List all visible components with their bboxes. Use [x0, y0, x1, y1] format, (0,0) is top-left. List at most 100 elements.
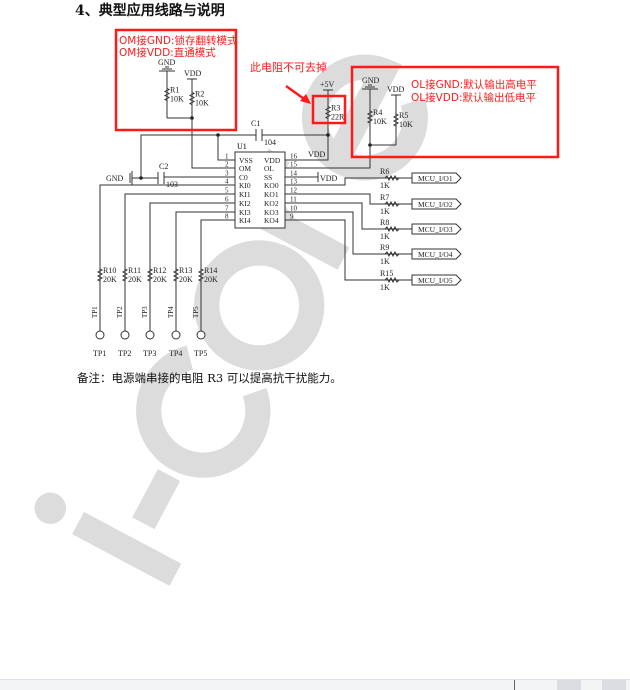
- net-label-mcu_i-o4: MCU_I/O4: [411, 248, 462, 260]
- svg-text:MCU_I/O2: MCU_I/O2: [418, 200, 453, 209]
- pin-number: 16: [290, 153, 298, 161]
- svg-text:MCU_I/O1: MCU_I/O1: [418, 174, 453, 183]
- pin-name: KI4: [239, 216, 251, 225]
- capacitor-ref: C2: [159, 162, 168, 171]
- test-point-vertical-label: TP5: [192, 306, 200, 318]
- om-gnd-note: OM接GND:锁存翻转模式: [119, 34, 238, 47]
- toolbar-button-page[interactable]: [602, 680, 626, 690]
- vdd-label: VDD: [184, 69, 202, 78]
- resistor-ref: R15: [380, 269, 393, 278]
- pin-name: C0: [239, 173, 248, 182]
- wire: [285, 211, 372, 255]
- pin-name: KO0: [264, 181, 279, 190]
- resistor-ref: R12: [153, 266, 166, 275]
- pin-name: KI0: [239, 181, 251, 190]
- wire: [285, 135, 329, 161]
- test-point-vertical-label: TP3: [141, 306, 149, 318]
- svg-text:MCU_I/O3: MCU_I/O3: [418, 225, 453, 234]
- resistor-r6: [384, 174, 400, 182]
- resistor-value: 1K: [380, 232, 390, 241]
- test-point-vertical-label: TP2: [116, 306, 124, 318]
- junction-dot: [326, 133, 330, 137]
- resistor-r10: [96, 268, 104, 282]
- resistor-ref: R11: [128, 266, 141, 275]
- resistor-value: 10K: [373, 117, 387, 126]
- pin-name: KO2: [264, 199, 279, 208]
- resistor-ref: R13: [179, 266, 192, 275]
- resistor-r15: [384, 276, 400, 284]
- resistor-value: 22R: [331, 113, 345, 122]
- viewer-toolbar: [0, 679, 630, 690]
- pin-number: 5: [225, 187, 229, 195]
- ol-annotation-box: OL接GND:默认输出高电平 OL接VDD:默认输出低电平: [350, 65, 560, 159]
- test-point-tp3: [145, 330, 155, 340]
- junction-dot: [216, 133, 220, 137]
- resistor-r4: [366, 110, 374, 124]
- svg-text:MCU_I/O5: MCU_I/O5: [418, 276, 453, 285]
- resistor-value: 10K: [195, 99, 209, 108]
- net-label-mcu_i-o2: MCU_I/O2: [411, 198, 462, 210]
- pin-name: VSS: [239, 156, 253, 165]
- junction-dot: [368, 143, 372, 147]
- resistor-value: 20K: [153, 275, 167, 284]
- pin-name: KI2: [239, 199, 251, 208]
- pin-name: SS: [264, 173, 272, 182]
- pin-number: 10: [290, 205, 298, 213]
- pin-number: 11: [290, 196, 297, 204]
- resistor-ref: R9: [380, 243, 389, 252]
- test-point-label: TP3: [143, 349, 156, 358]
- gnd-label: GND: [106, 174, 124, 183]
- om-vdd-note: OM接VDD:直通模式: [119, 46, 216, 59]
- wire: [285, 145, 371, 169]
- test-point-tp5: [196, 330, 206, 340]
- test-point-label: TP5: [194, 349, 207, 358]
- r3-warning-note: 此电阻不可去掉: [250, 60, 327, 74]
- ol-vdd-note: OL接VDD:默认输出低电平: [411, 91, 536, 104]
- pin-number: 15: [290, 161, 298, 169]
- vdd-label: VDD: [387, 85, 405, 94]
- net-label-mcu_i-o5: MCU_I/O5: [411, 274, 462, 286]
- capacitor-value: 104: [264, 138, 276, 147]
- pin-number: 2: [225, 161, 229, 169]
- pin-number: 9: [290, 213, 294, 221]
- vdd-label: VDD: [308, 150, 326, 159]
- toolbar-separator: [514, 680, 515, 690]
- test-point-tp1: [95, 330, 105, 340]
- resistor-ref: R1: [170, 86, 179, 95]
- pin-name: KI1: [239, 190, 251, 199]
- wire: [285, 202, 372, 230]
- pin-name: OL: [264, 164, 274, 173]
- 5v-label: +5V: [320, 80, 335, 89]
- capacitor-value: 103: [166, 180, 178, 189]
- section-title: 4、典型应用线路与说明: [75, 3, 225, 19]
- toolbar-button[interactable]: [557, 680, 581, 690]
- pin-number: 12: [290, 187, 298, 195]
- resistor-ref: R3: [331, 104, 340, 113]
- om-annotation-box: OM接GND:锁存翻转模式 OM接VDD:直通模式: [114, 28, 238, 132]
- pin-number: 7: [225, 205, 229, 213]
- ol-gnd-note: OL接GND:默认输出高电平: [411, 78, 537, 91]
- r3-annotation: 此电阻不可去掉: [250, 60, 347, 125]
- test-point-label: TP2: [118, 349, 131, 358]
- test-point-vertical-label: TP1: [91, 306, 99, 318]
- pin-number: 13: [290, 178, 298, 186]
- resistor-ref: R14: [204, 266, 217, 275]
- pin-name: KO1: [264, 190, 279, 199]
- resistor-value: 20K: [128, 275, 142, 284]
- vdd-label: VDD: [320, 174, 338, 183]
- resistor-value: 1K: [380, 207, 390, 216]
- test-point-label: TP1: [93, 349, 106, 358]
- resistor-value: 20K: [103, 275, 117, 284]
- wire: [285, 177, 372, 186]
- pin-number: 3: [225, 170, 229, 178]
- resistor-value: 20K: [179, 275, 193, 284]
- test-point-vertical-label: TP4: [167, 306, 175, 318]
- resistor-r3: [324, 106, 332, 119]
- chip-ref: U1: [237, 142, 247, 151]
- test-point-tp2: [120, 330, 130, 340]
- watermark-logo: [34, 54, 428, 586]
- resistor-value: 1K: [380, 257, 390, 266]
- pin-name: KO3: [264, 208, 279, 217]
- pin-name: KI3: [239, 208, 251, 217]
- resistor-ref: R4: [373, 108, 382, 117]
